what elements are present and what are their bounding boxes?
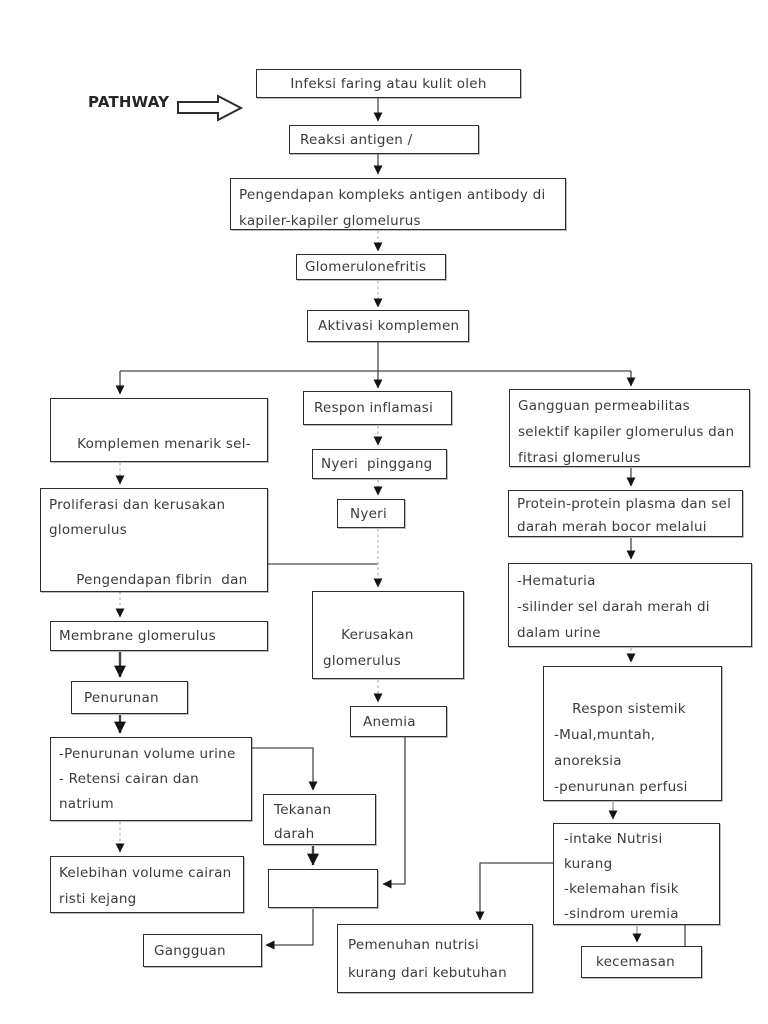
node-tekanan-darah: Tekanan darah [263,794,376,845]
node-proliferasi: Proliferasi dan kerusakan glomerulus Pen… [40,488,268,592]
node-kelemahan: Kelemahan fisik [268,869,378,908]
node-protein-plasma: Protein-protein plasma dan sel darah mer… [508,490,743,537]
node-infeksi-faring: Infeksi faring atau kulit oleh [256,69,521,98]
node-respon-sistemik: Respon sistemik -Mual,muntah, anoreksia … [543,666,722,801]
node-gangguan: Gangguan [143,934,262,967]
connector-intake-pemenuhan [475,862,553,921]
node-membrane-glomerulus: Membrane glomerulus [50,621,268,651]
node-kerusakan-text: Kerusakan glomerulus memicukematian [323,627,414,669]
node-komplemen-menarik: Komplemen menarik sel-sel darah putih, d… [50,398,268,462]
node-penurunan: Penurunan [71,681,188,714]
node-anemia: Anemia [350,706,447,737]
connector-anemia-kelemahan [382,737,406,889]
node-pemenuhan-nutrisi: Pemenuhan nutrisi kurang dari kebutuhan [337,924,533,993]
connector-volume-tekanan [252,747,318,791]
node-respon-sistemik-text: Respon sistemik -Mual,muntah, anoreksia … [554,701,688,795]
node-penurunan-volume: -Penurunan volume urine - Retensi cairan… [50,737,252,821]
node-glomerulonefritis: Glomerulonefritis [296,254,446,280]
pathway-label: PATHWAY [88,93,170,111]
node-aktivasi-komplemen: Aktivasi komplemen [307,310,469,342]
node-pengendapan-kompleks: Pengendapan kompleks antigen antibody di… [230,178,566,230]
node-kerusakan-glomerulus: Kerusakan glomerulus memicukematian ' ' … [312,591,464,679]
node-nyeri: Nyeri [337,499,405,528]
node-hematuria: -Hematuria -silinder sel darah merah di … [508,563,752,647]
pathway-arrow-icon [177,94,244,122]
node-kelebihan-volume: Kelebihan volume cairan risti kejang [50,856,244,913]
node-nyeri-pinggang: Nyeri pinggang [312,449,447,479]
node-intake-nutrisi: -intake Nutrisi kurang -kelemahan fisik … [553,823,720,925]
node-reaksi-antigen: Reaksi antigen / [289,125,479,154]
node-komplemen-menarik-text: Komplemen menarik sel-sel darah putih, d… [77,436,251,452]
node-gangguan-permeabilitas: Gangguan permeabilitas selektif kapiler … [509,389,750,467]
node-kecemasan: kecemasan [581,946,702,978]
connector-kelemahan-gangguan [265,909,314,950]
node-respon-inflamasi: Respon inflamasi [303,391,452,425]
